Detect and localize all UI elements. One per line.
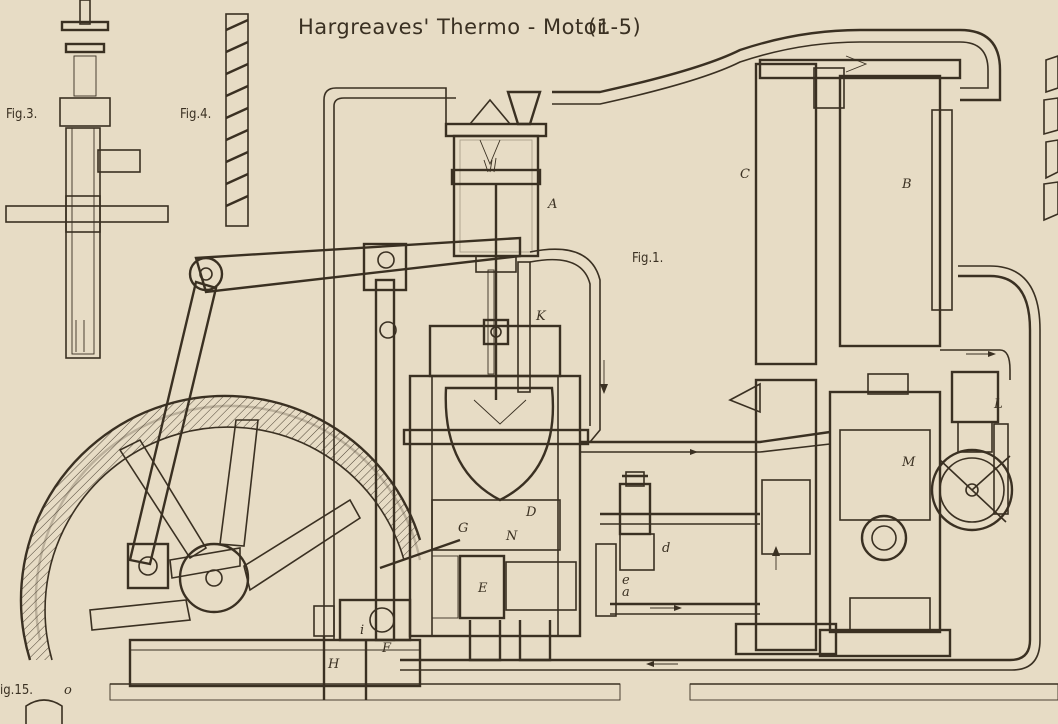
letter-B: B — [901, 177, 912, 192]
heater-B: B — [758, 55, 962, 348]
letter-E: E — [477, 581, 488, 596]
letter-F: F — [381, 641, 392, 656]
letter-K: K — [535, 309, 547, 324]
fig-4-twisted-rod: Fig.4. — [180, 13, 249, 227]
letter-o: o — [64, 683, 72, 698]
letter-C: C — [740, 167, 750, 182]
regenerator-C: C — [728, 62, 838, 656]
letter-H: H — [327, 657, 340, 672]
pump-L: L — [930, 370, 1014, 532]
letter-L: L — [993, 397, 1003, 412]
letter-A: A — [547, 197, 557, 212]
fig-15-fragment: ig.15. o — [0, 683, 72, 724]
valve-assembly: d e a — [595, 471, 670, 617]
letter-N: N — [505, 529, 518, 544]
piston-rod: K — [482, 184, 547, 400]
edge-gear-fragment — [1043, 55, 1058, 222]
title-note: (1-5) — [588, 15, 641, 39]
letter-i: i — [360, 623, 364, 638]
flywheel — [19, 394, 422, 661]
letter-M: M — [901, 455, 916, 470]
cylinder-A: A — [444, 90, 557, 273]
fig-4-label: Fig.4. — [180, 107, 211, 122]
fig-1-label: Fig.1. — [632, 251, 663, 266]
letter-a: a — [622, 585, 630, 600]
furnace-body: D G N E — [379, 324, 590, 662]
title-text: Hargreaves' Thermo - Motor. — [298, 15, 611, 39]
pipework — [323, 28, 1041, 671]
boiler-M: M — [818, 373, 952, 658]
fig-3-valve-detail: Fig.3. — [5, 0, 169, 359]
fig-15-label: ig.15. — [0, 683, 33, 698]
plate-title: Hargreaves' Thermo - Motor. (1-5) — [298, 15, 641, 39]
letter-d: d — [662, 541, 670, 556]
letter-G: G — [458, 521, 468, 536]
letter-D: D — [525, 505, 537, 520]
bed-plate — [128, 638, 422, 688]
letter-e: e — [622, 573, 630, 588]
fig-3-label: Fig.3. — [6, 107, 37, 122]
